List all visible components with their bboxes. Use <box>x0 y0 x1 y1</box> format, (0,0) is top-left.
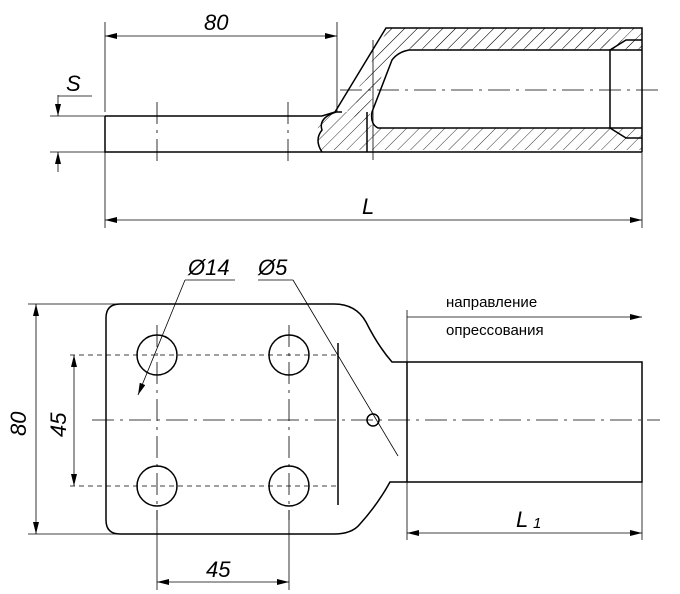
side-section-view: 80 S L <box>50 10 660 228</box>
dim-l1-label: L <box>516 507 528 532</box>
dim-45h-label: 45 <box>206 557 231 582</box>
section-hatch-top-main <box>347 28 642 120</box>
section-hatch-bottom <box>317 112 642 150</box>
dim-l-label: L <box>362 194 374 219</box>
break-line <box>317 111 337 153</box>
dim-d14-leader <box>137 279 186 396</box>
lug-blade-outline <box>105 111 342 117</box>
dim-d5-label: Ø5 <box>257 255 288 280</box>
lug-bore-outline <box>609 49 642 129</box>
dim-d14-label: Ø14 <box>187 255 230 280</box>
direction-note-line2: опрессования <box>446 322 544 339</box>
lug-bore-inner <box>370 49 610 129</box>
direction-note-line1: направление <box>446 294 537 311</box>
dim-45v-label: 45 <box>46 412 71 437</box>
dim-d5-leader <box>292 279 399 457</box>
dim-80-top-label: 80 <box>204 10 229 35</box>
lug-bore-chamfer <box>609 39 642 139</box>
dim-l1-subscript: 1 <box>533 515 541 532</box>
plan-view: Ø14 Ø5 80 45 45 L 1 направление опрессов… <box>6 255 660 590</box>
dim-s-label: S <box>66 71 81 96</box>
dim-80v-label: 80 <box>6 411 31 436</box>
plate-outline <box>105 303 643 535</box>
